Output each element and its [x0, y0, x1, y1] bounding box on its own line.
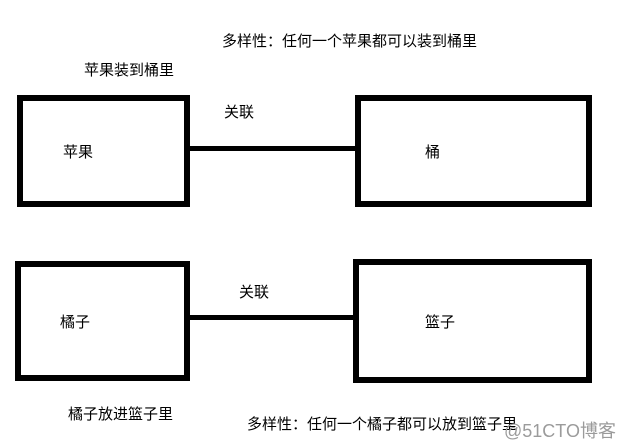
- bucket-box-label: 桶: [425, 143, 441, 161]
- orange-box-label: 橘子: [60, 313, 91, 331]
- shape-orange-box: 橘子: [15, 261, 190, 381]
- shape-basket-box: 篮子: [353, 259, 592, 383]
- association-line-bottom: [189, 315, 354, 320]
- apple-box-label: 苹果: [63, 143, 94, 161]
- caption-apple-to-bucket: 苹果装到桶里: [84, 62, 175, 79]
- 51cto-watermark: @51CTO博客: [504, 421, 616, 441]
- association-label-bottom: 关联: [239, 284, 270, 301]
- multiplicity-note-bottom: 多样性：任何一个橘子都可以放到篮子里: [247, 416, 518, 433]
- caption-orange-to-basket: 橘子放进篮子里: [68, 406, 174, 423]
- association-line-top: [189, 146, 356, 151]
- multiplicity-note-top: 多样性：任何一个苹果都可以装到桶里: [222, 33, 478, 50]
- shape-bucket-box: 桶: [355, 95, 592, 207]
- shape-apple-box: 苹果: [17, 95, 190, 207]
- association-label-top: 关联: [224, 104, 255, 121]
- basket-box-label: 篮子: [425, 313, 456, 331]
